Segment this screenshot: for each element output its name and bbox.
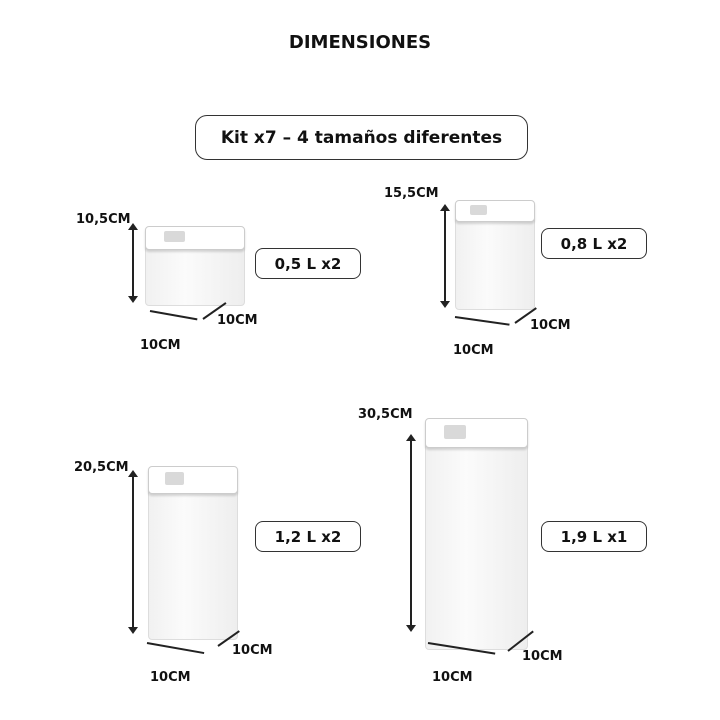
depth-label: 10CM: [232, 643, 273, 658]
depth-label: 10CM: [530, 318, 571, 333]
jar-image: [148, 485, 238, 640]
width-label: 10CM: [140, 338, 181, 353]
depth-label: 10CM: [522, 649, 563, 664]
width-label: 10CM: [432, 670, 473, 685]
jar-image: [455, 212, 535, 310]
height-label: 30,5CM: [358, 407, 413, 422]
lid-image: [148, 466, 238, 494]
depth-label: 10CM: [217, 313, 258, 328]
width-label: 10CM: [150, 670, 191, 685]
height-label: 10,5CM: [76, 212, 131, 227]
capacity-label: 1,2 L x2: [255, 521, 361, 552]
height-label: 20,5CM: [74, 460, 129, 475]
jar-image: [425, 440, 528, 650]
lid-image: [425, 418, 528, 448]
capacity-label: 0,5 L x2: [255, 248, 361, 279]
height-arrow: [128, 470, 138, 634]
height-arrow: [128, 223, 138, 303]
lid-image: [455, 200, 535, 222]
capacity-label: 0,8 L x2: [541, 228, 647, 259]
lid-image: [145, 226, 245, 250]
height-arrow: [406, 434, 416, 632]
page-title: DIMENSIONES: [288, 32, 432, 53]
height-arrow: [440, 204, 450, 308]
kit-label: Kit x7 – 4 tamaños diferentes: [195, 115, 528, 160]
width-arrow: [454, 316, 510, 326]
width-arrow: [146, 642, 205, 655]
width-arrow: [149, 310, 198, 321]
width-label: 10CM: [453, 343, 494, 358]
capacity-label: 1,9 L x1: [541, 521, 647, 552]
height-label: 15,5CM: [384, 186, 439, 201]
